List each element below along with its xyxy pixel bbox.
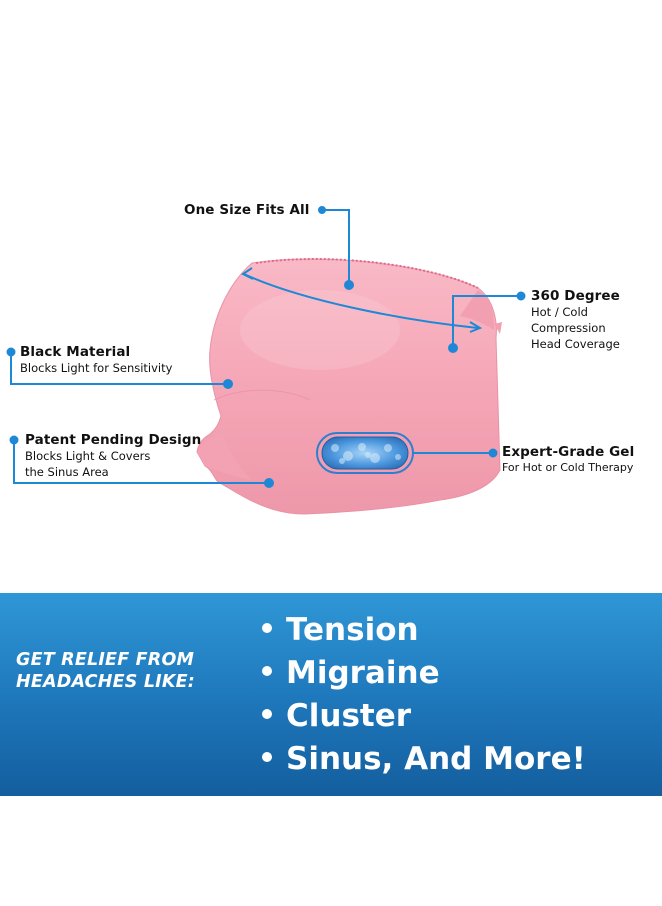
callout-gel-title: Expert-Grade Gel [502, 444, 635, 460]
product-illustration [6, 206, 526, 515]
list-item-label: Sinus, And More! [286, 741, 586, 777]
list-item: Sinus, And More! [262, 738, 586, 781]
relief-banner [0, 593, 662, 796]
headache-list: Tension Migraine Cluster Sinus, And More… [262, 609, 586, 781]
list-item-label: Cluster [286, 698, 412, 734]
bullet-icon [262, 751, 272, 762]
bullet-icon [262, 622, 272, 633]
callout-360-line: Compression [531, 321, 606, 335]
callout-black-material: Black Material Blocks Light for Sensitiv… [20, 344, 172, 376]
callout-leaders [6, 206, 526, 488]
callout-360-line: Head Coverage [531, 337, 620, 351]
headwrap-body [196, 258, 502, 515]
callout-patent-line: Blocks Light & Covers [25, 449, 151, 463]
relief-heading-line: HEADACHES LIKE: [16, 672, 195, 692]
list-item: Tension [262, 609, 586, 652]
relief-heading-line: GET RELIEF FROM [16, 650, 195, 670]
list-item-label: Tension [286, 612, 419, 648]
callout-360-title: 360 Degree [531, 288, 620, 304]
list-item: Migraine [262, 652, 586, 695]
product-diagram: One Size Fits All 360 Degree Hot / Cold … [6, 202, 634, 515]
callout-patent-pending: Patent Pending Design Blocks Light & Cov… [25, 432, 201, 480]
callout-360-degree: 360 Degree Hot / Cold Compression Head C… [531, 288, 620, 352]
callout-patent-title: Patent Pending Design [25, 432, 202, 448]
list-item: Cluster [262, 695, 586, 738]
callout-one-size-title: One Size Fits All [184, 202, 310, 218]
relief-heading: GET RELIEF FROM HEADACHES LIKE: [16, 649, 246, 693]
callout-patent-line: the Sinus Area [25, 465, 109, 479]
callout-black-line: Blocks Light for Sensitivity [20, 361, 173, 375]
callout-gel-line: For Hot or Cold Therapy [502, 461, 634, 474]
list-item-label: Migraine [286, 655, 440, 691]
callout-black-title: Black Material [20, 344, 131, 360]
rotation-arrow [241, 267, 483, 333]
bullet-icon [262, 665, 272, 676]
bullet-icon [262, 708, 272, 719]
callout-360-line: Hot / Cold [531, 305, 588, 319]
callout-expert-gel: Expert-Grade Gel For Hot or Cold Therapy [502, 444, 634, 476]
callout-one-size: One Size Fits All [184, 202, 309, 218]
gel-pack [316, 432, 414, 474]
